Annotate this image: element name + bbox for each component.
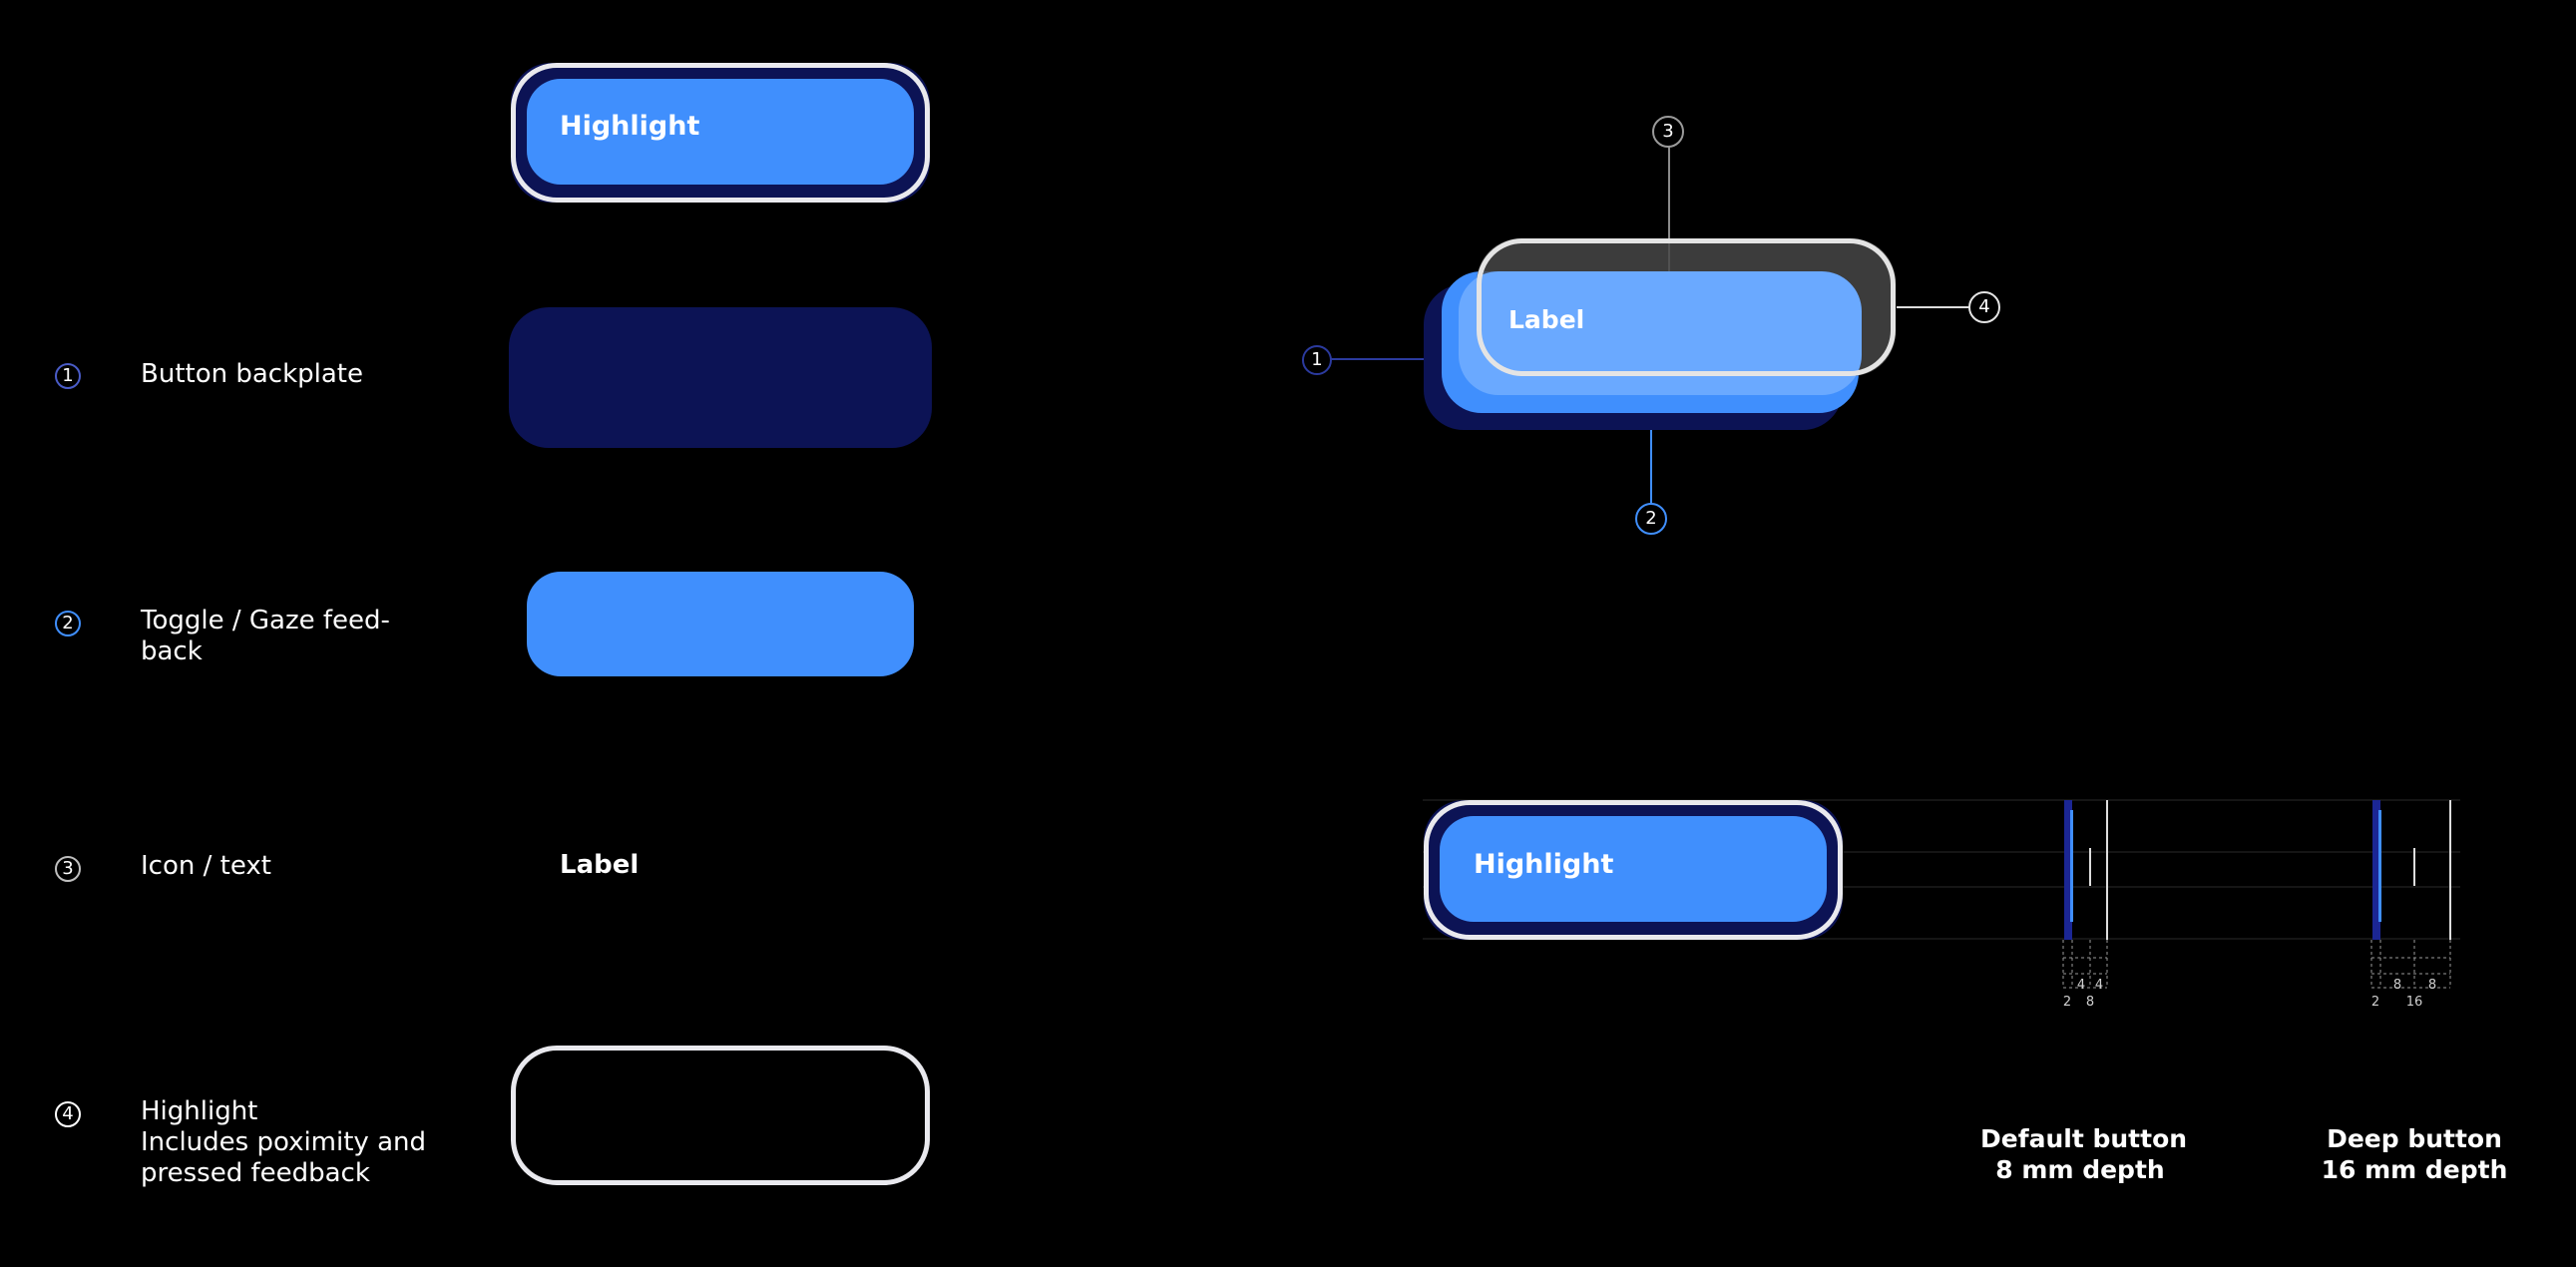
icon-text-swatch: Label — [560, 850, 640, 880]
deep-dim-a: 8 — [2393, 978, 2401, 993]
legend-label-backplate: Button backplate — [141, 359, 363, 389]
default-button-title: Default button — [1980, 1124, 2188, 1153]
legend-number-2: 2 — [55, 611, 81, 636]
deep-dim-c: 2 — [2371, 995, 2379, 1010]
deep-button-caption: Deep button 16 mm depth — [2315, 1123, 2514, 1185]
deep-profile — [2370, 800, 2451, 989]
deep-button-title: Deep button — [2327, 1124, 2502, 1153]
highlight-swatch — [511, 1046, 930, 1185]
default-dim-d: 8 — [2086, 995, 2094, 1010]
legend-label-icon-text: Icon / text — [141, 851, 271, 881]
callout-3: 3 — [1652, 116, 1684, 148]
deep-dim-d: 16 — [2406, 995, 2423, 1010]
deep-button-depth: 16 mm depth — [2321, 1155, 2508, 1184]
toggle-swatch — [527, 572, 914, 676]
full-button-text: Highlight — [560, 111, 700, 142]
legend-number-4: 4 — [55, 1101, 81, 1127]
default-button-depth: 8 mm depth — [1995, 1155, 2165, 1184]
exploded-label: Label — [1508, 305, 1585, 334]
default-profile — [2062, 800, 2108, 989]
depth-button-text: Highlight — [1474, 849, 1614, 880]
default-dim-a: 4 — [2077, 978, 2085, 993]
default-dim-c: 2 — [2063, 995, 2071, 1010]
deep-dim-b: 8 — [2428, 978, 2436, 993]
exploded-highlight-ring — [1477, 238, 1896, 376]
legend-number-3: 3 — [55, 856, 81, 882]
legend-label-toggle: Toggle / Gaze feed- back — [141, 606, 390, 666]
backplate-swatch — [509, 307, 932, 448]
callout-1: 1 — [1302, 345, 1332, 375]
default-button-caption: Default button 8 mm depth — [1980, 1123, 2188, 1185]
callout-2: 2 — [1635, 503, 1667, 535]
callout-4: 4 — [1968, 291, 2000, 323]
default-dim-b: 4 — [2095, 978, 2103, 993]
legend-number-1: 1 — [55, 363, 81, 389]
legend-label-highlight: Highlight Includes poximity and pressed … — [141, 1096, 426, 1188]
